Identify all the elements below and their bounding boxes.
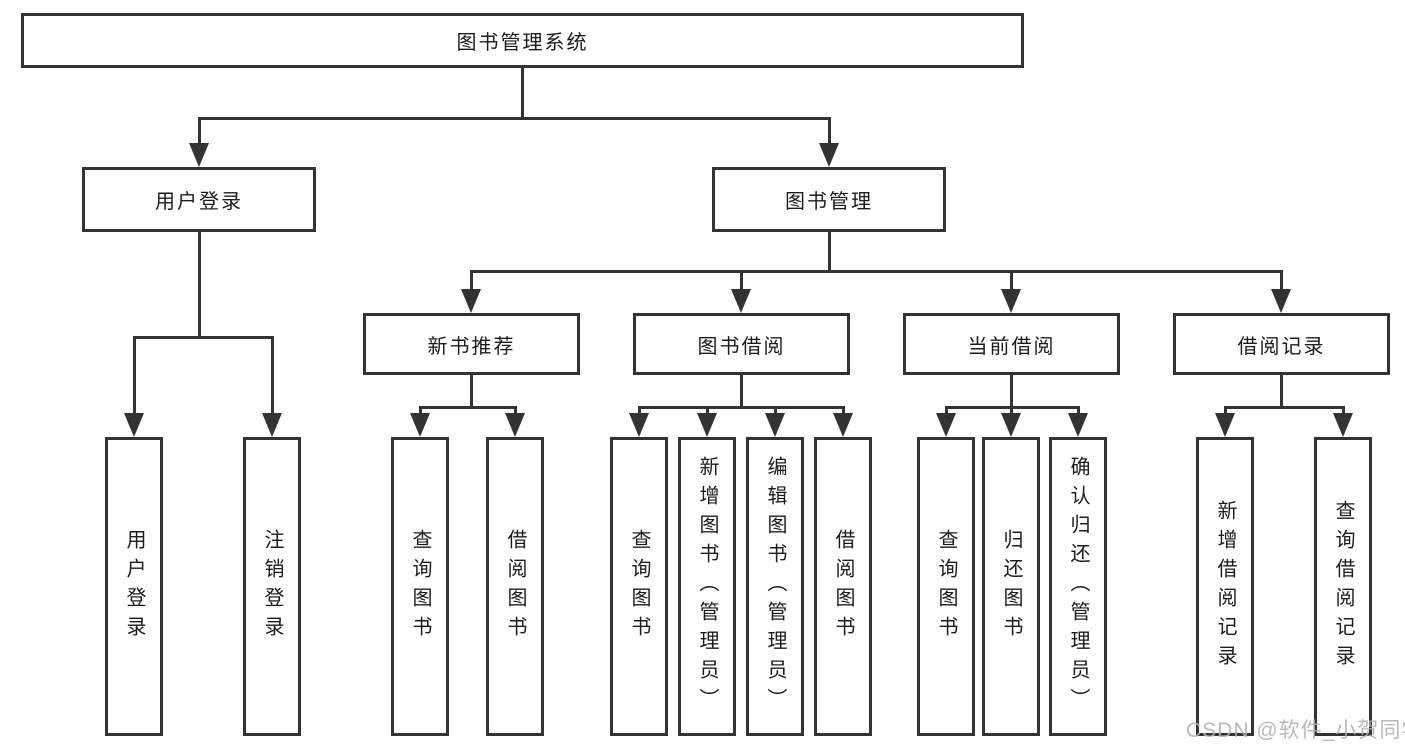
connector-drop-user-login [198, 117, 201, 145]
arrow-down-icon [1333, 413, 1353, 437]
node-label: 编辑图书（管理员） [764, 456, 786, 717]
arrow-down-icon [189, 143, 209, 167]
node-label: 查询图书 [628, 528, 650, 645]
node-label: 新书推荐 [427, 335, 516, 358]
connector-root-rail [198, 117, 831, 120]
connector-drop-borrow [740, 270, 743, 291]
connector-drop [842, 406, 845, 416]
arrow-down-icon [731, 289, 751, 313]
connector-borrow-stem [740, 375, 743, 406]
leaf-records-add-record: 新增借阅记录 [1196, 437, 1254, 736]
arrow-down-icon [1215, 413, 1235, 437]
connector-mgmt-stem [828, 232, 831, 270]
arrow-down-icon [1271, 289, 1291, 313]
arrow-down-icon [505, 413, 525, 437]
arrow-down-icon [629, 413, 649, 437]
node-user-login: 用户登录 [82, 167, 316, 232]
node-current-borrowing: 当前借阅 [903, 313, 1120, 375]
node-book-borrowing: 图书借阅 [633, 313, 850, 375]
arrow-down-icon [1001, 413, 1021, 437]
connector-recommend-rail [419, 406, 517, 409]
connector-drop [638, 406, 641, 416]
connector-drop [1342, 406, 1345, 416]
leaf-borrow-add-book-admin: 新增图书（管理员） [678, 437, 736, 736]
connector-drop-current [1010, 270, 1013, 291]
connector-drop [1224, 406, 1227, 416]
arrow-down-icon [410, 413, 430, 437]
csdn-watermark: CSDN @软件_小贺同学 [1186, 719, 1405, 742]
node-label: 用户登录 [155, 191, 243, 213]
node-label: 新增借阅记录 [1214, 499, 1236, 674]
connector-root-stem [521, 68, 524, 117]
connector-records-rail [1224, 406, 1345, 409]
leaf-current-return-book: 归还图书 [982, 437, 1040, 736]
connector-drop [706, 406, 709, 416]
arrow-down-icon [1001, 289, 1021, 313]
node-borrowing-records: 借阅记录 [1173, 313, 1390, 375]
connector-drop [945, 406, 948, 416]
node-label: 当前借阅 [967, 335, 1056, 358]
leaf-recommend-borrow-book: 借阅图书 [486, 437, 544, 736]
arrow-down-icon [461, 289, 481, 313]
node-label: 图书借阅 [697, 335, 786, 358]
connector-records-stem [1280, 375, 1283, 406]
arrow-down-icon [936, 413, 956, 437]
node-label: 图书管理 [785, 191, 873, 213]
node-label: 确认归还（管理员） [1067, 456, 1089, 717]
arrow-down-icon [765, 413, 785, 437]
node-label: 图书管理系统 [456, 32, 589, 54]
connector-drop-book-mgmt [828, 117, 831, 145]
connector-current-stem [1010, 375, 1013, 406]
connector-login-rail [133, 336, 274, 339]
connector-login-stem [198, 232, 201, 336]
leaf-borrow-edit-book-admin: 编辑图书（管理员） [746, 437, 804, 736]
connector-recommend-stem [470, 375, 473, 406]
arrow-down-icon [833, 413, 853, 437]
arrow-down-icon [819, 143, 839, 167]
connector-drop [419, 406, 422, 416]
connector-drop [514, 406, 517, 416]
arrow-down-icon [697, 413, 717, 437]
node-label: 查询借阅记录 [1332, 499, 1354, 674]
leaf-records-query-record: 查询借阅记录 [1314, 437, 1372, 736]
node-label: 归还图书 [1000, 528, 1022, 645]
leaf-logout: 注销登录 [243, 437, 301, 736]
connector-borrow-rail [638, 406, 845, 409]
node-label: 借阅图书 [504, 528, 526, 645]
connector-drop [774, 406, 777, 416]
node-label: 借阅图书 [832, 528, 854, 645]
leaf-current-confirm-return-admin: 确认归还（管理员） [1049, 437, 1107, 736]
connector-drop-leaf-login [133, 336, 136, 415]
arrow-down-icon [124, 413, 144, 437]
connector-mgmt-rail [470, 270, 1283, 273]
connector-drop-leaf-logout [271, 336, 274, 415]
node-label: 用户登录 [123, 528, 145, 645]
connector-drop-records [1280, 270, 1283, 291]
node-label: 借阅记录 [1237, 335, 1326, 358]
node-new-book-recommend: 新书推荐 [363, 313, 580, 375]
leaf-borrow-borrow-book: 借阅图书 [814, 437, 872, 736]
node-library-system: 图书管理系统 [21, 13, 1024, 68]
node-label: 查询图书 [409, 528, 431, 645]
node-book-management: 图书管理 [712, 167, 946, 232]
leaf-recommend-query-book: 查询图书 [391, 437, 449, 736]
leaf-current-query-book: 查询图书 [917, 437, 975, 736]
leaf-borrow-query-book: 查询图书 [610, 437, 668, 736]
arrow-down-icon [262, 413, 282, 437]
connector-drop [1077, 406, 1080, 416]
leaf-user-login: 用户登录 [105, 437, 163, 736]
arrow-down-icon [1068, 413, 1088, 437]
node-label: 查询图书 [935, 528, 957, 645]
node-label: 注销登录 [261, 528, 283, 645]
connector-drop [1010, 406, 1013, 416]
node-label: 新增图书（管理员） [696, 456, 718, 717]
connector-drop-recommend [470, 270, 473, 291]
